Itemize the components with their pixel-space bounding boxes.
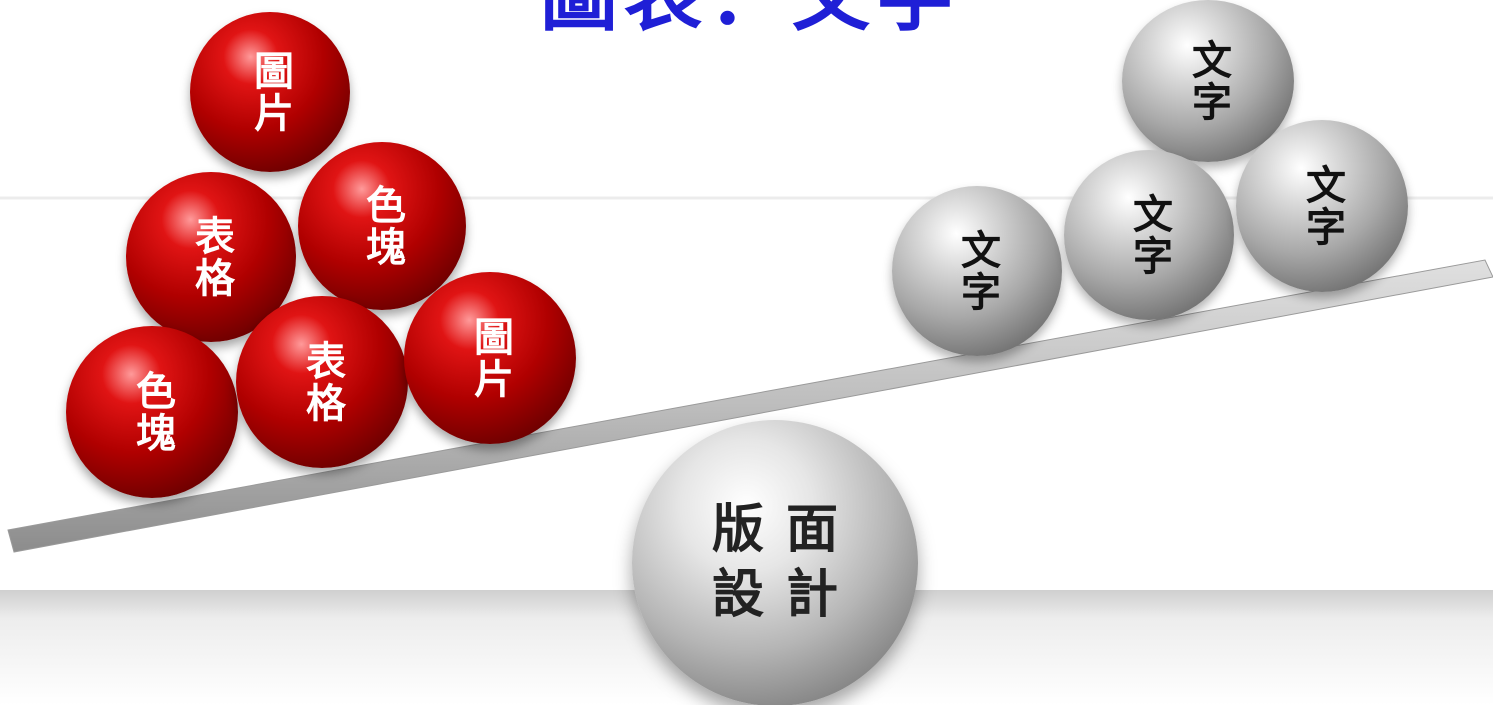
left-ball-bottom-2: 表格 xyxy=(236,296,408,468)
left-ball-bottom-3: 圖片 xyxy=(404,272,576,444)
right-ball-label: 文字 xyxy=(1126,193,1172,277)
right-ball-3: 文字 xyxy=(1236,120,1408,292)
right-ball-label: 文字 xyxy=(1299,164,1345,248)
right-ball-label: 文字 xyxy=(954,229,1000,313)
left-ball-label: 圖片 xyxy=(247,50,293,134)
diagram-title: 圖表：文字 xyxy=(430,0,1070,36)
left-ball-label: 表格 xyxy=(188,215,234,299)
left-ball-middle-2: 色塊 xyxy=(298,142,466,310)
fulcrum-label-line2: 設計 xyxy=(711,565,860,625)
left-ball-label: 圖片 xyxy=(467,316,513,400)
left-ball-label: 色塊 xyxy=(359,184,405,268)
left-ball-label: 表格 xyxy=(299,340,345,424)
right-ball-top: 文字 xyxy=(1122,0,1294,162)
right-ball-2: 文字 xyxy=(1064,150,1234,320)
right-ball-1: 文字 xyxy=(892,186,1062,356)
right-ball-label: 文字 xyxy=(1185,39,1231,123)
left-ball-bottom-1: 色塊 xyxy=(66,326,238,498)
fulcrum-label-line1: 版面 xyxy=(711,500,860,560)
fulcrum-ball: 版面 設計 xyxy=(632,420,918,705)
left-ball-top: 圖片 xyxy=(190,12,350,172)
fulcrum-label: 版面 設計 xyxy=(632,420,918,705)
left-ball-label: 色塊 xyxy=(129,370,175,454)
